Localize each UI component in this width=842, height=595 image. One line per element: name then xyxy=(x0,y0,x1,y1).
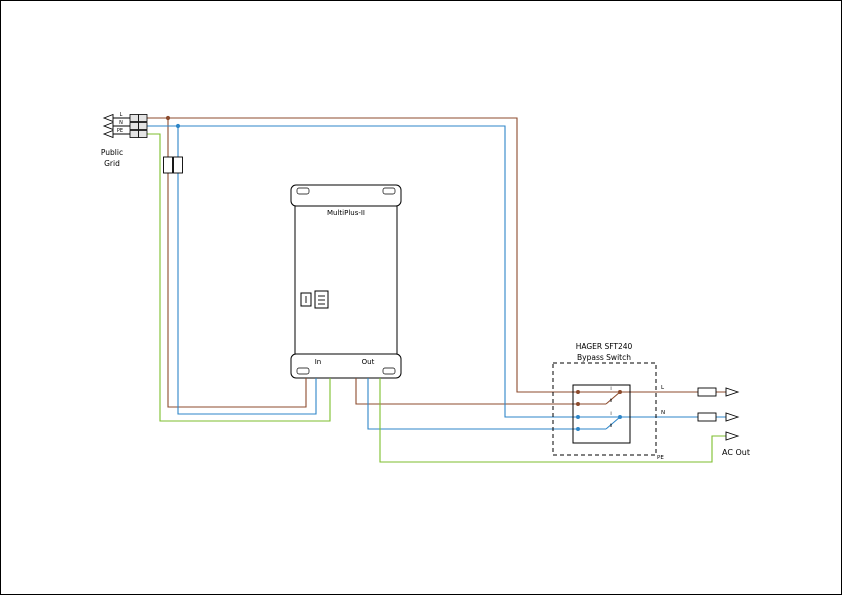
grid-pe-arrow-icon xyxy=(102,129,114,139)
junction-dot xyxy=(576,427,580,431)
ac-out-n-arrow-icon xyxy=(725,412,740,422)
grid-l-arrow-icon xyxy=(102,113,114,123)
l-wire-grid-to-switch xyxy=(147,117,578,393)
n-wire-grid-to-inverter xyxy=(177,126,317,415)
n-wire-group xyxy=(147,123,726,431)
out-n-label: N xyxy=(661,410,665,416)
junction-dot xyxy=(618,390,622,394)
multiplus-body xyxy=(294,198,398,360)
n-wire-grid-to-switch xyxy=(147,125,578,418)
public-grid-connection: L N PE Public Grid xyxy=(101,112,148,168)
connector-icon xyxy=(300,290,329,309)
junction-dot xyxy=(576,390,580,394)
grid-n-label: N xyxy=(119,120,123,126)
ac-out-connection: L N PE AC Out xyxy=(657,385,750,461)
ac-out-l-arrow-icon xyxy=(725,387,740,397)
n-switch-blade xyxy=(605,416,621,430)
out-l-label: L xyxy=(661,385,665,391)
dip-switch-icon xyxy=(314,290,329,309)
pole1-pos-ii-label: II xyxy=(610,398,613,404)
junction-dot xyxy=(165,115,171,121)
mounting-slot-icon xyxy=(382,367,396,375)
pe-wire-grid-to-inverter xyxy=(147,133,331,422)
out-pe-label: PE xyxy=(657,455,664,461)
public-grid-title-line2: Grid xyxy=(104,159,120,168)
input-fuse-l xyxy=(163,156,173,174)
mounting-slot-icon xyxy=(296,367,310,375)
grid-l-label: L xyxy=(120,112,123,118)
plug-icon xyxy=(300,292,312,307)
n-wire-inverter-to-switch xyxy=(367,378,606,430)
grid-pe-label: PE xyxy=(117,128,123,134)
out-fuse-l xyxy=(697,387,717,397)
bypass-switch-body xyxy=(572,384,631,444)
ac-out-title: AC Out xyxy=(722,448,750,457)
junction-dot xyxy=(175,123,181,129)
ac-out-pe-arrow-icon xyxy=(725,431,740,441)
junction-dot xyxy=(576,415,580,419)
l-wire-grid-to-inverter xyxy=(167,118,307,408)
multiplus-device: MultiPlus-II In Out xyxy=(290,184,402,379)
multiplus-title: MultiPlus-II xyxy=(327,209,365,217)
out-terminal-label: Out xyxy=(362,358,375,366)
pe-wire-group xyxy=(147,133,726,463)
junction-dot xyxy=(576,402,580,406)
pole1-pos-i-label: I xyxy=(610,386,611,392)
bypass-switch: HAGER SFT240 Bypass Switch I II I II xyxy=(552,342,657,456)
mounting-slot-icon xyxy=(296,187,310,195)
in-terminal-label: In xyxy=(315,358,322,366)
input-fuse-n xyxy=(173,156,183,174)
mounting-slot-icon xyxy=(382,187,396,195)
l-switch-blade xyxy=(605,391,621,405)
junction-dot xyxy=(618,415,622,419)
public-grid-title-line1: Public xyxy=(101,148,123,157)
bypass-title-line2: Bypass Switch xyxy=(577,353,631,362)
out-fuse-n xyxy=(697,412,717,422)
multiplus-bottom-flange xyxy=(290,353,402,379)
grid-n-arrow-icon xyxy=(102,121,114,131)
bypass-title-line1: HAGER SFT240 xyxy=(576,342,633,351)
pole2-pos-i-label: I xyxy=(610,411,611,417)
bypass-enclosure xyxy=(552,362,657,456)
pole2-pos-ii-label: II xyxy=(610,423,613,429)
pe-wire-inverter-to-out xyxy=(379,378,726,463)
multiplus-top-flange xyxy=(290,184,402,207)
l-wire-inverter-to-switch xyxy=(355,378,606,405)
